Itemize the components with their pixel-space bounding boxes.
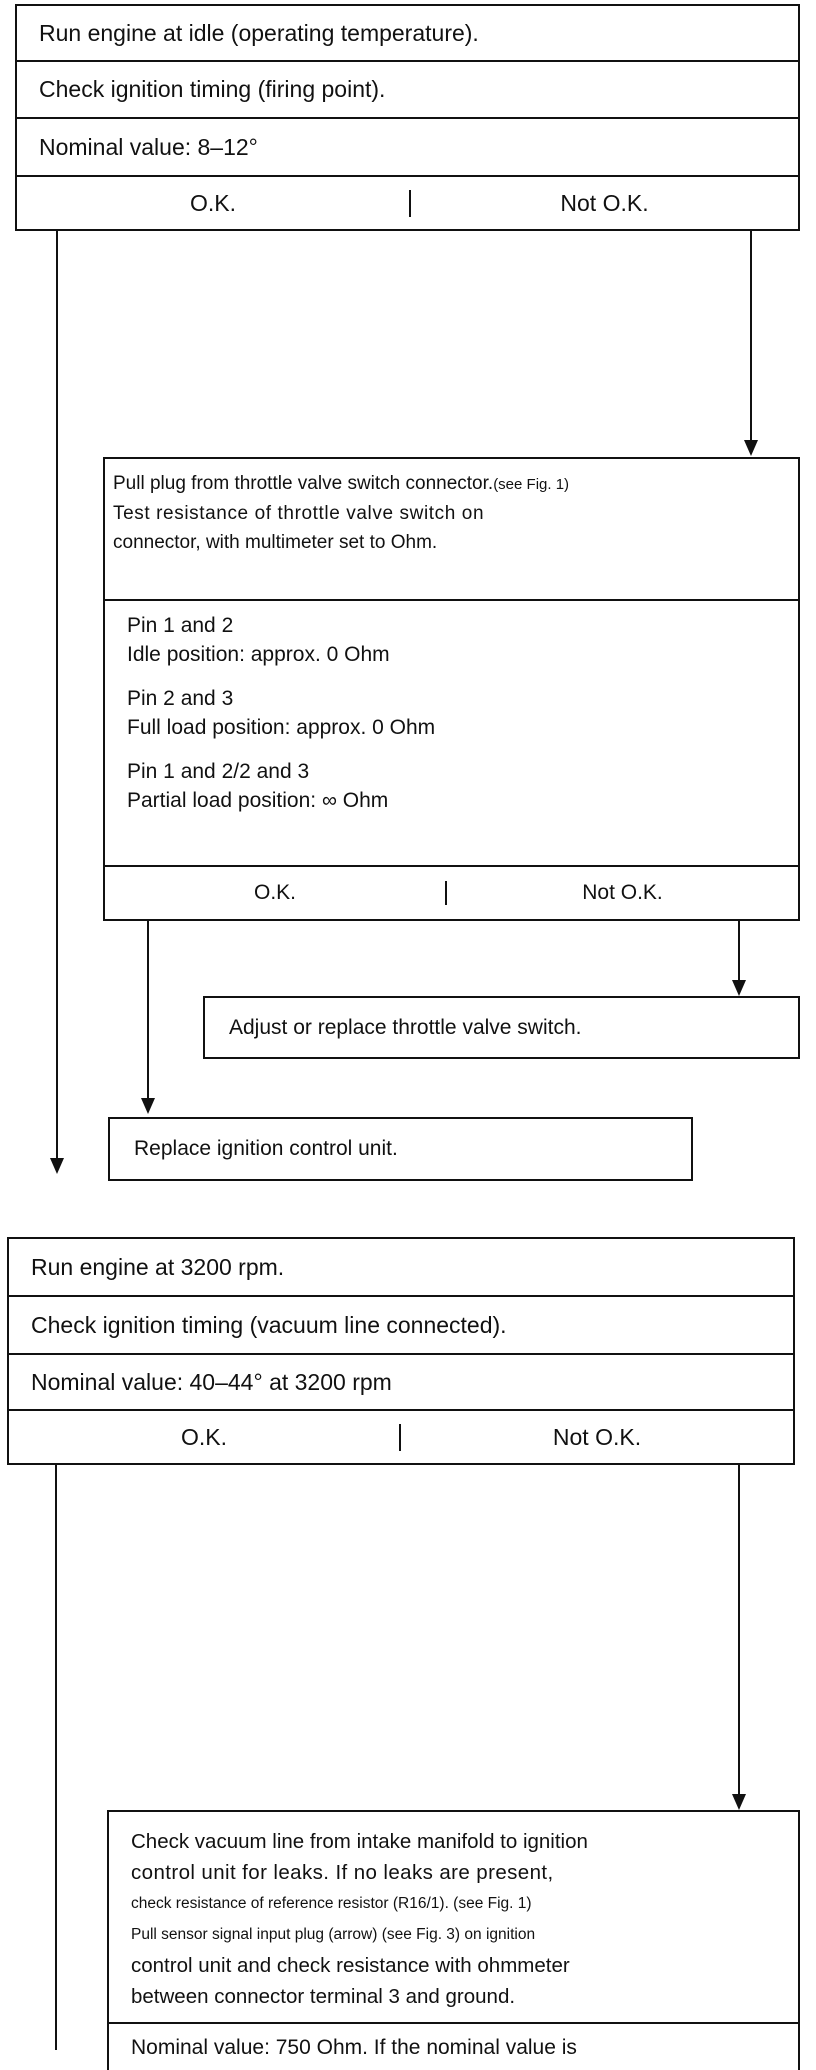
arrow-down-icon (732, 1794, 746, 1810)
step2-ok-line (147, 921, 149, 1099)
step3-notok-cell: Not O.K. (399, 1423, 793, 1451)
step4-line6: between connector terminal 3 and ground. (131, 1985, 516, 2008)
step2-intro-ref: (see Fig. 1) (493, 476, 570, 493)
step3-line2: Check ignition timing (vacuum line conne… (31, 1311, 507, 1338)
step2-intro-b: Test resistance of throttle valve switch… (113, 503, 485, 524)
step4-line2: control unit for leaks. If no leaks are … (131, 1861, 554, 1884)
pin12-value: Idle position: approx. 0 Ohm (127, 643, 390, 666)
step2-ok-cell: O.K. (105, 881, 445, 905)
step4-line5: control unit and check resistance with o… (131, 1954, 570, 1977)
pin12-title: Pin 1 and 2 (127, 614, 234, 637)
step2-outcome-row: O.K. Not O.K. (105, 867, 798, 919)
step3-outcome-row: O.K. Not O.K. (9, 1411, 793, 1463)
idle-timing-check-box: Run engine at idle (operating temperatur… (15, 4, 800, 231)
step3-ok-line (55, 1465, 57, 2050)
step1-nominal: Nominal value: 8–12° (39, 133, 258, 160)
rpm-timing-check-box: Run engine at 3200 rpm. Check ignition t… (7, 1237, 795, 1465)
vacuum-line-check-box: Check vacuum line from intake manifold t… (107, 1810, 800, 2070)
ok-path-line-1 (56, 231, 58, 1159)
step1-notok-cell: Not O.K. (409, 189, 798, 217)
step2-notok-cell: Not O.K. (445, 881, 798, 905)
step2-intro-line-a: Pull plug from throttle valve switch con… (113, 469, 798, 499)
throttle-switch-test-box: Pull plug from throttle valve switch con… (103, 457, 800, 921)
step2-notok-label: Not O.K. (582, 881, 663, 904)
step2-pin-list: Pin 1 and 2 Idle position: approx. 0 Ohm… (105, 601, 798, 867)
pin23-title: Pin 2 and 3 (127, 687, 234, 710)
arrow-down-icon (732, 980, 746, 996)
adjust-throttle-switch-box: Adjust or replace throttle valve switch. (203, 996, 800, 1059)
pin-partial-value: Partial load position: ∞ Ohm (127, 789, 389, 812)
step1-nominal-row: Nominal value: 8–12° (17, 119, 798, 177)
step1-ok-label: O.K. (189, 189, 236, 216)
step4-nominal-row: Nominal value: 750 Ohm. If the nominal v… (109, 2024, 798, 2060)
step3-ok-cell: O.K. (9, 1424, 399, 1451)
step1-ok-cell: O.K. (17, 190, 409, 217)
step3-ok-label: O.K. (180, 1423, 227, 1450)
step4-line1: Check vacuum line from intake manifold t… (131, 1830, 588, 1853)
arrow-down-icon (141, 1098, 155, 1114)
step2-intro: Pull plug from throttle valve switch con… (105, 459, 798, 601)
pin-partial-title: Pin 1 and 2/2 and 3 (127, 760, 310, 783)
step1-notok-label: Not O.K. (560, 189, 649, 216)
step3-line1: Run engine at 3200 rpm. (31, 1253, 285, 1280)
arrow-down-icon (50, 1158, 64, 1174)
step3-nominal-row: Nominal value: 40–44° at 3200 rpm (9, 1355, 793, 1411)
notok-path-line-1 (750, 231, 752, 441)
step4-nominal: Nominal value: 750 Ohm. If the nominal v… (131, 2036, 577, 2059)
step2-notok-line (738, 921, 740, 981)
arrow-down-icon (744, 440, 758, 456)
step2-ok-label: O.K. (253, 881, 296, 904)
step2-intro-c: connector, with multimeter set to Ohm. (113, 532, 438, 553)
step1-outcome-row: O.K. Not O.K. (17, 177, 798, 229)
step4-line3: check resistance of reference resistor (… (131, 1895, 532, 1912)
step1-check-row: Check ignition timing (firing point). (17, 62, 798, 119)
step3-check-row: Check ignition timing (vacuum line conne… (9, 1297, 793, 1355)
replace-control-unit-box: Replace ignition control unit. (108, 1117, 693, 1181)
step4-line4: Pull sensor signal input plug (arrow) (s… (131, 1926, 536, 1943)
adjust-throttle-switch-text: Adjust or replace throttle valve switch. (229, 1015, 582, 1039)
pin23-value: Full load position: approx. 0 Ohm (127, 716, 436, 739)
step3-notok-line (738, 1465, 740, 1795)
step3-notok-label: Not O.K. (552, 1423, 642, 1450)
step1-instruction-row: Run engine at idle (operating temperatur… (17, 6, 798, 62)
step2-intro-a: Pull plug from throttle valve switch con… (113, 473, 494, 494)
step1-line2: Check ignition timing (firing point). (39, 76, 386, 102)
step1-line1: Run engine at idle (operating temperatur… (39, 19, 479, 46)
replace-control-unit-text: Replace ignition control unit. (134, 1137, 398, 1160)
step4-instructions: Check vacuum line from intake manifold t… (109, 1812, 798, 2024)
step3-instruction-row: Run engine at 3200 rpm. (9, 1239, 793, 1297)
step3-nominal: Nominal value: 40–44° at 3200 rpm (31, 1368, 392, 1395)
